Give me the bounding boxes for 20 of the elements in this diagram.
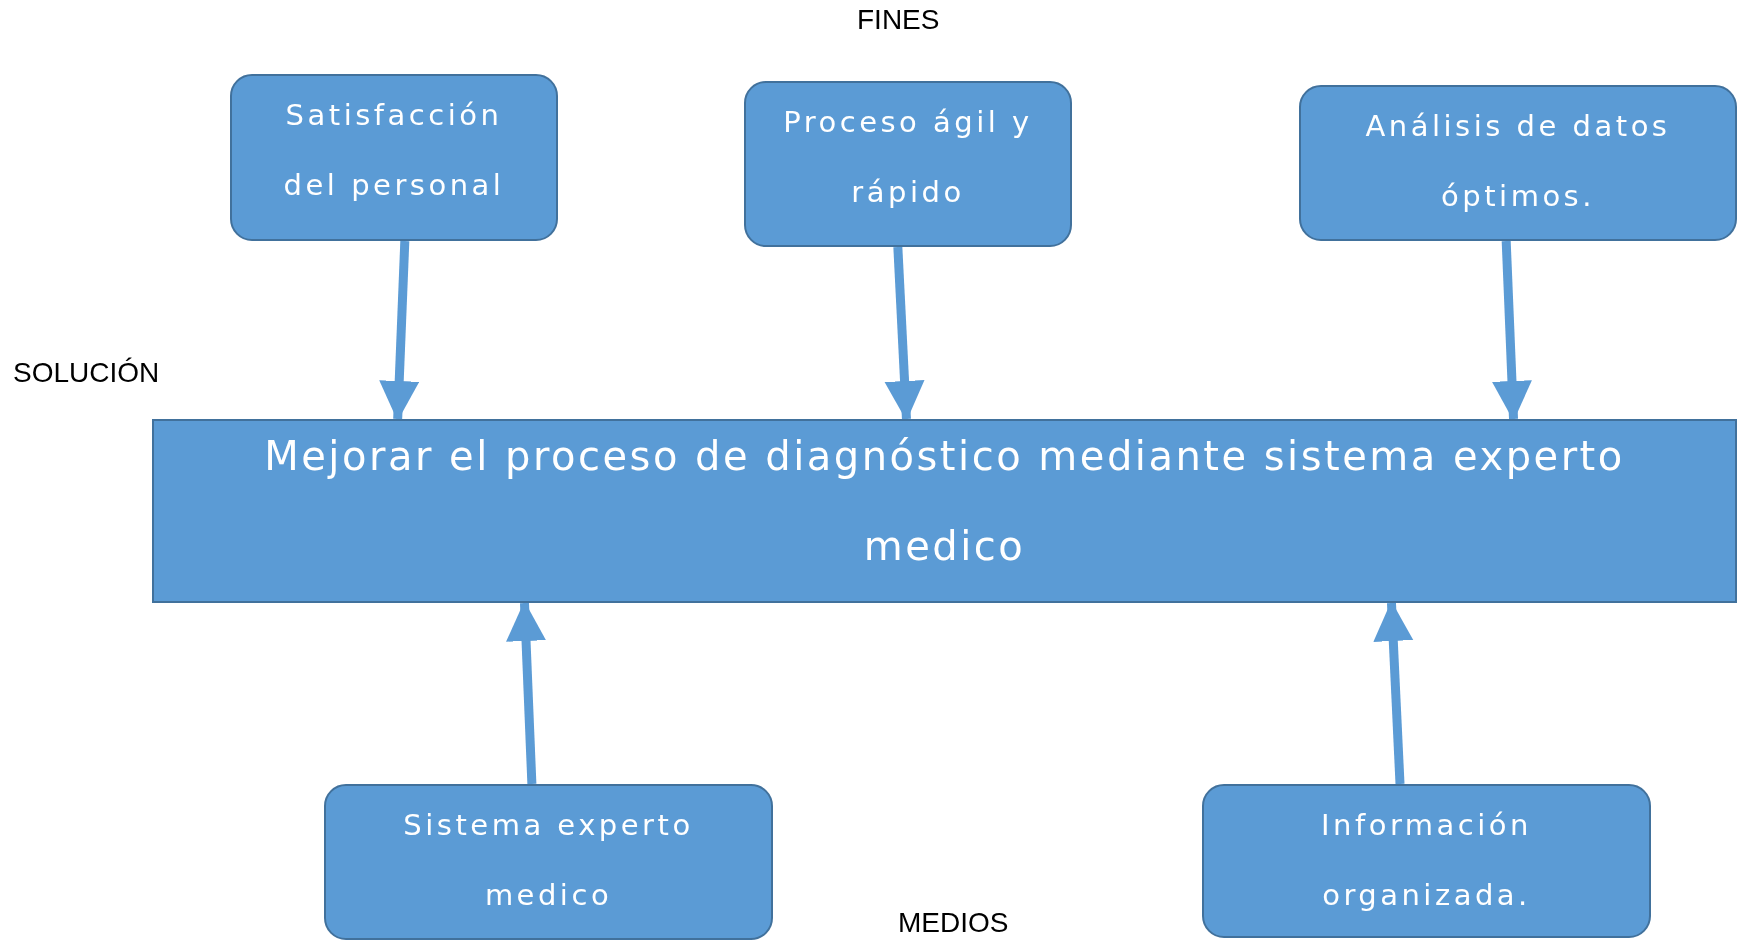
- rounded-box: [1299, 85, 1737, 241]
- box-text: Sistema experto medico: [402, 807, 695, 914]
- box-text: Mejorar el proceso de diagnóstico mediante sistema experto medico: [263, 432, 1626, 571]
- box-text: Análisis de datos óptimos.: [1364, 108, 1672, 215]
- rounded-box: [744, 81, 1072, 247]
- arrow: [379, 240, 420, 421]
- rounded-box: [230, 74, 558, 241]
- arrow: [1373, 601, 1414, 785]
- arrow: [506, 601, 546, 785]
- section-label: FINES: [857, 4, 940, 36]
- section-label: SOLUCIÓN: [13, 357, 160, 389]
- arrow: [884, 246, 925, 421]
- rounded-box: [324, 784, 773, 940]
- solution-box: [152, 419, 1737, 603]
- section-label: MEDIOS: [898, 907, 1009, 939]
- box-text: Información organizada.: [1320, 807, 1533, 914]
- box-text: Satisfacción del personal: [282, 97, 506, 204]
- rounded-box: [1202, 784, 1651, 938]
- arrow: [1491, 240, 1532, 421]
- box-text: Proceso ágil y rápido: [782, 104, 1034, 211]
